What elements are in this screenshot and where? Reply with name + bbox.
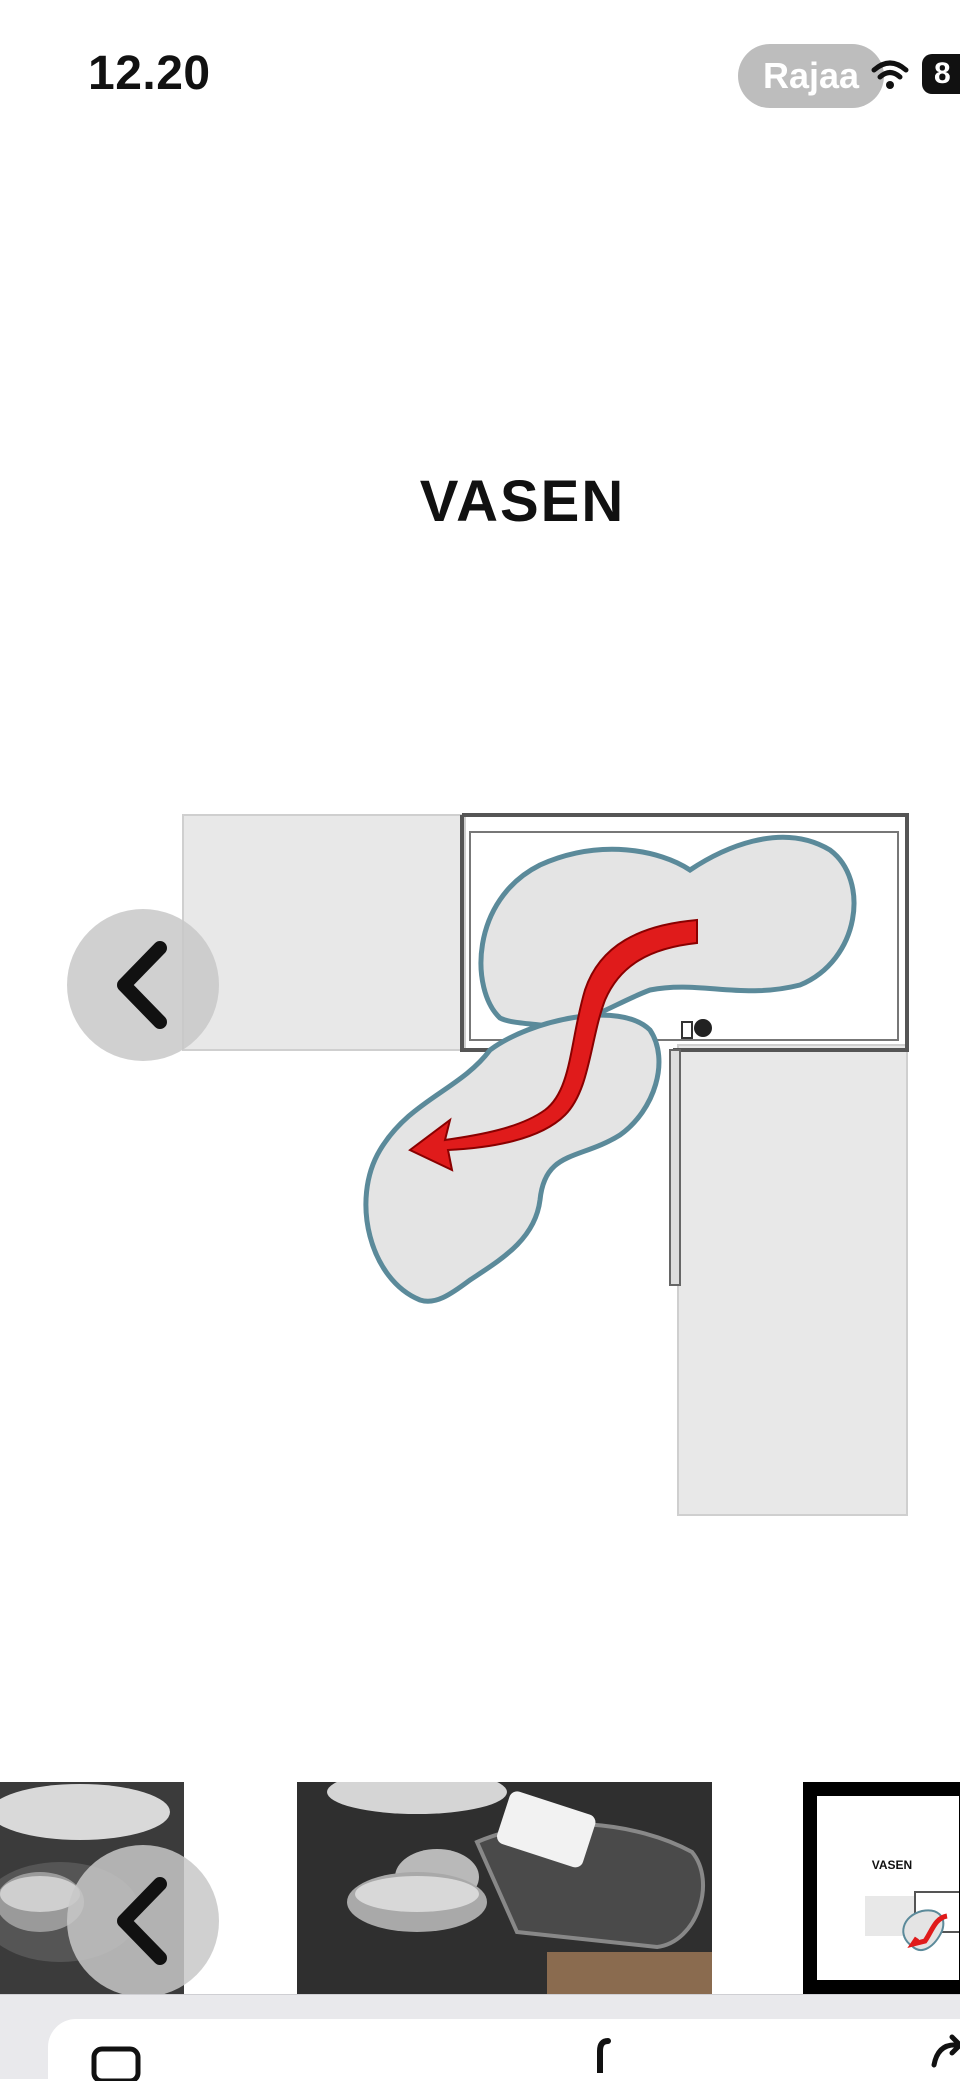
diagram-title: VASEN	[419, 469, 626, 534]
hinge-icon	[694, 1019, 712, 1037]
thumbnail-strip[interactable]: VASEN	[0, 1782, 960, 1997]
bottom-toolbar	[0, 1994, 960, 2099]
photo-viewer[interactable]: VASEN	[0, 0, 960, 1620]
battery-indicator: 8	[922, 54, 960, 94]
left-cabinet	[182, 814, 466, 1051]
status-bar: 12.20 Rajaa 8	[0, 0, 960, 150]
toolbar-card	[48, 2019, 960, 2099]
cabinet-door	[669, 1049, 681, 1286]
motion-arrow	[408, 918, 698, 1172]
thumbnail-kitchen-tray-2[interactable]	[297, 1782, 712, 1994]
share-icon[interactable]	[88, 2041, 148, 2081]
clock: 12.20	[88, 47, 211, 100]
info-icon[interactable]	[588, 2033, 628, 2073]
thumbnail-diagram-title: VASEN	[871, 1858, 913, 1872]
chevron-left-icon	[117, 1877, 167, 1965]
diagram-thumb	[865, 1891, 959, 1951]
corner-cabinet-diagram	[182, 813, 909, 1516]
thumbnail-diagram[interactable]: VASEN	[803, 1782, 960, 1994]
wifi-icon	[871, 60, 909, 89]
lower-cabinet	[677, 1044, 908, 1516]
chevron-left-icon	[117, 941, 167, 1029]
forward-icon[interactable]	[928, 2033, 960, 2073]
lower-shelf-tray	[363, 1012, 662, 1304]
previous-photo-button[interactable]	[67, 909, 219, 1061]
previous-thumbnail-button[interactable]	[67, 1845, 219, 1997]
crop-button[interactable]: Rajaa	[738, 44, 884, 108]
kitchen-photo-thumb	[297, 1782, 712, 1994]
